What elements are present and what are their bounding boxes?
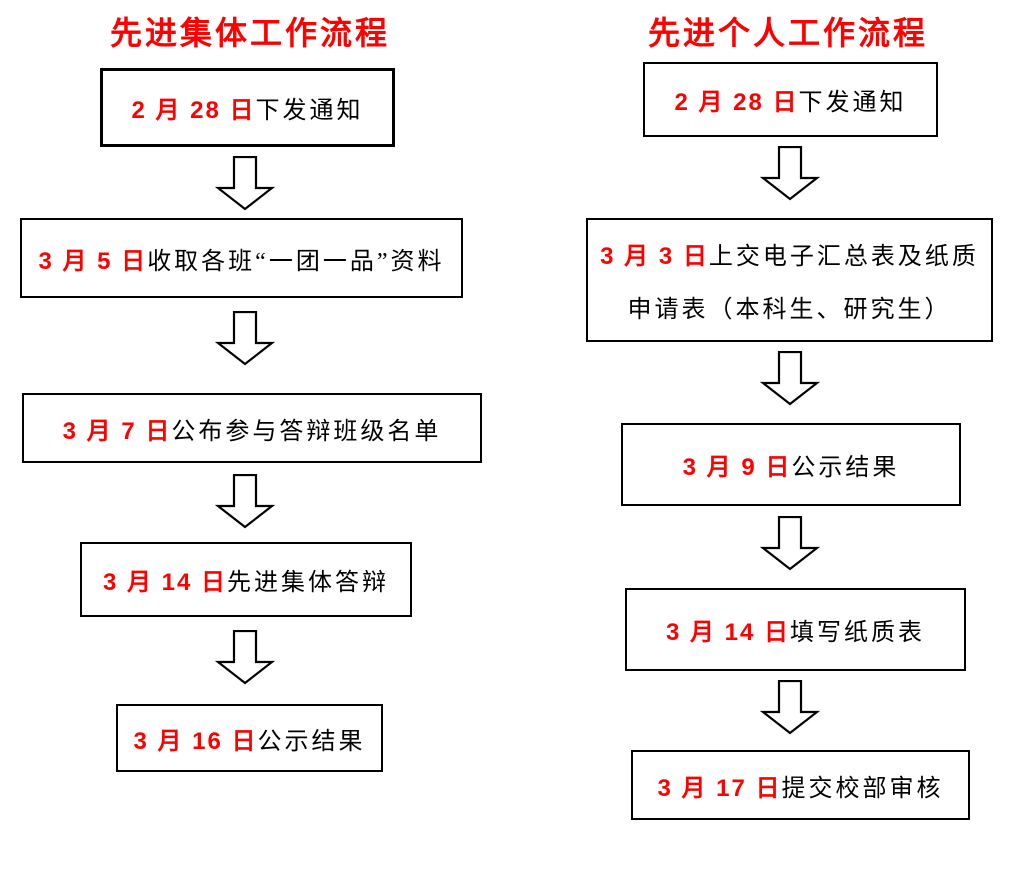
left-step-1-box: 2 月 28 日下发通知 — [100, 68, 395, 147]
right-step-2-text-line1: 3 月 3 日上交电子汇总表及纸质 — [600, 236, 979, 271]
step-label: 先进集体答辩 — [227, 570, 390, 596]
right-step-4-box: 3 月 14 日填写纸质表 — [625, 588, 966, 671]
left-step-2-box: 3 月 5 日收取各班“一团一品”资料 — [20, 218, 463, 298]
step-date: 3 月 17 日 — [657, 774, 782, 802]
step-date: 3 月 9 日 — [682, 454, 792, 481]
right-step-3-box: 3 月 9 日公示结果 — [621, 423, 961, 506]
step-date: 3 月 14 日 — [102, 569, 228, 596]
left-step-5-text: 3 月 16 日公示结果 — [133, 721, 365, 756]
step-date: 3 月 7 日 — [62, 417, 172, 445]
left-step-2-text: 3 月 5 日收取各班“一团一品”资料 — [38, 241, 444, 276]
step-label: 收取各班“一团一品”资料 — [147, 248, 445, 275]
right-step-3-text: 3 月 9 日公示结果 — [683, 447, 900, 482]
left-step-3-text: 3 月 7 日公布参与答辩班级名单 — [63, 411, 442, 446]
step-label: 提交校部审核 — [781, 775, 944, 802]
down-arrow-icon — [760, 351, 820, 406]
right-step-1-box: 2 月 28 日下发通知 — [643, 62, 938, 137]
left-step-4-text: 3 月 14 日先进集体答辩 — [103, 562, 389, 597]
down-arrow-icon — [760, 516, 820, 571]
step-date: 3 月 3 日 — [600, 243, 709, 270]
step-date: 2 月 28 日 — [131, 97, 256, 124]
step-date: 2 月 28 日 — [674, 89, 799, 116]
step-label: 公布参与答辩班级名单 — [171, 418, 442, 445]
step-date: 3 月 16 日 — [133, 727, 258, 755]
step-label: 填写纸质表 — [790, 620, 926, 646]
right-step-5-text: 3 月 17 日提交校部审核 — [657, 768, 943, 803]
right-step-2-text-line2: 申请表（本科生、研究生） — [627, 297, 952, 323]
left-step-5-box: 3 月 16 日公示结果 — [116, 704, 383, 772]
step-label: 公示结果 — [257, 728, 366, 755]
down-arrow-icon — [215, 311, 275, 366]
down-arrow-icon — [760, 680, 820, 735]
step-date: 3 月 14 日 — [665, 619, 791, 646]
right-step-1-text: 2 月 28 日下发通知 — [674, 82, 906, 117]
right-step-2-box: 3 月 3 日上交电子汇总表及纸质 申请表（本科生、研究生） — [586, 218, 993, 342]
right-flow-title: 先进个人工作流程 — [647, 15, 928, 51]
right-step-5-box: 3 月 17 日提交校部审核 — [631, 750, 970, 820]
left-flow-title: 先进集体工作流程 — [109, 15, 390, 51]
right-step-4-text: 3 月 14 日填写纸质表 — [666, 612, 925, 647]
step-label: 上交电子汇总表及纸质 — [708, 244, 979, 270]
down-arrow-icon — [760, 146, 820, 201]
step-label: 下发通知 — [255, 98, 364, 124]
left-step-4-box: 3 月 14 日先进集体答辩 — [80, 542, 412, 617]
left-step-3-box: 3 月 7 日公布参与答辩班级名单 — [22, 393, 482, 463]
down-arrow-icon — [215, 474, 275, 529]
step-label: 公示结果 — [791, 455, 900, 481]
step-label: 下发通知 — [798, 90, 907, 116]
down-arrow-icon — [215, 630, 275, 685]
left-step-1-text: 2 月 28 日下发通知 — [131, 90, 363, 125]
step-date: 3 月 5 日 — [38, 247, 148, 275]
down-arrow-icon — [215, 156, 275, 211]
